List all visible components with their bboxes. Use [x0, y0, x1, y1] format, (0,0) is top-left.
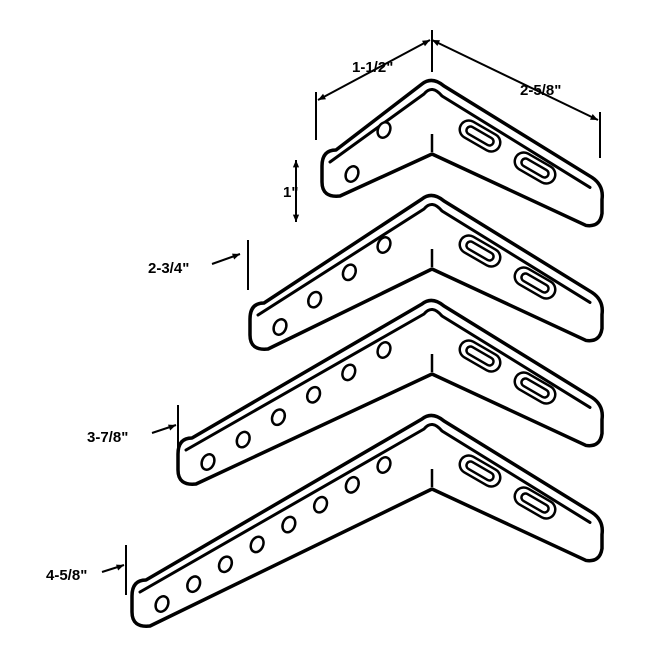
bracket-1-edge	[328, 88, 592, 189]
bracket-3-hole	[341, 363, 357, 382]
bracket-2-hole	[376, 236, 392, 254]
bracket-2-edge	[256, 203, 592, 317]
bracket-4-slot-inner	[520, 492, 550, 514]
bracket-4	[130, 413, 605, 628]
arrow-short-leg-right	[422, 40, 430, 47]
bracket-1	[320, 78, 605, 228]
arrow-width-bottom	[292, 214, 300, 222]
bracket-1-slot-inner	[465, 125, 495, 147]
bracket-4-slot-inner	[465, 460, 495, 482]
brackets-layer	[130, 78, 605, 628]
bracket-4-hole	[344, 475, 360, 494]
leader-arrow-bracket-3	[168, 424, 176, 431]
bracket-3-hole	[376, 341, 392, 359]
dim-long-leg	[431, 39, 599, 121]
bracket-2	[248, 193, 605, 351]
bracket-4-hole	[217, 555, 234, 574]
label-long-leg: 2-5/8"	[520, 82, 561, 99]
label-bracket-2: 2-3/4"	[148, 260, 189, 277]
bracket-3-hole	[200, 453, 216, 471]
label-bracket-3: 3-7/8"	[87, 429, 128, 446]
bracket-3-hole	[235, 430, 251, 449]
label-width: 1"	[283, 184, 298, 201]
arrow-long-leg-left	[432, 40, 440, 46]
arrow-long-leg-right	[590, 114, 598, 120]
bracket-2-outline	[248, 193, 605, 351]
bracket-2-hole	[307, 290, 323, 309]
leader-arrow-bracket-4	[116, 564, 124, 571]
bracket-4-edge	[138, 423, 592, 594]
dim-short-leg	[317, 39, 431, 101]
label-bracket-4: 4-5/8"	[46, 567, 87, 584]
bracket-4-hole	[281, 515, 297, 534]
bracket-4-hole	[376, 456, 392, 474]
arrow-width-top	[292, 160, 300, 168]
bracket-2-slot-inner	[465, 240, 495, 262]
bracket-3-hole	[305, 385, 322, 404]
arrow-short-leg-left	[318, 93, 326, 100]
bracket-4-hole	[249, 535, 265, 554]
bracket-1-hole	[376, 121, 392, 139]
bracket-3-slot-inner	[465, 345, 495, 367]
bracket-1-slot-inner	[520, 157, 550, 179]
bracket-1-hole	[344, 165, 360, 183]
bracket-4-hole	[154, 595, 170, 613]
label-short-leg: 1-1/2"	[352, 59, 393, 76]
bracket-2-hole	[341, 263, 357, 282]
bracket-3-edge	[184, 308, 592, 452]
bracket-4-hole	[186, 575, 202, 594]
bracket-2-hole	[272, 318, 288, 336]
leader-arrow-bracket-2	[232, 253, 240, 260]
bracket-4-hole	[312, 495, 329, 514]
bracket-3-hole	[270, 408, 287, 427]
bracket-3-slot-inner	[520, 377, 550, 399]
dimensions-layer	[101, 30, 601, 595]
bracket-2-slot-inner	[520, 272, 550, 294]
